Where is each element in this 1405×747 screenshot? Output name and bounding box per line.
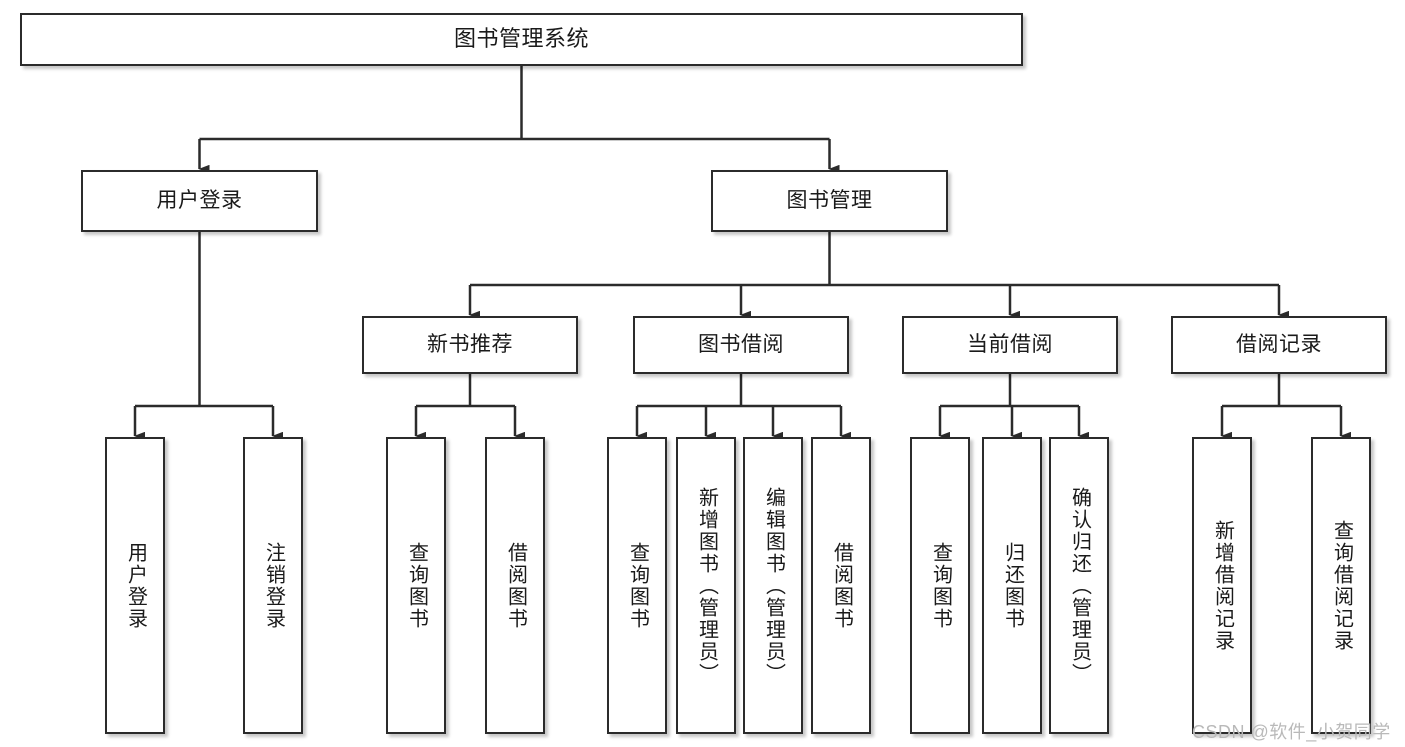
node-label: 用户登录 [124,541,147,630]
node-leaf-7[interactable]: 编辑图书（管理员） [743,437,803,734]
node-newbook[interactable]: 新书推荐 [362,316,578,374]
node-label: 注销登录 [262,541,285,630]
node-label: 查询图书 [405,541,428,630]
node-label: 查询图书 [929,541,952,630]
node-leaf-13[interactable]: 查询借阅记录 [1311,437,1371,734]
node-label: 图书借阅 [698,333,784,357]
edge-layer [133,66,1351,441]
node-leaf-12[interactable]: 新增借阅记录 [1192,437,1252,734]
node-label: 用户登录 [156,189,243,213]
node-label: 新书推荐 [427,333,513,357]
node-leaf-1[interactable]: 用户登录 [105,437,165,734]
node-label: 图书管理系统 [453,26,589,52]
node-leaf-8[interactable]: 借阅图书 [811,437,871,734]
node-leaf-2[interactable]: 注销登录 [243,437,303,734]
node-label: 借阅图书 [830,541,853,630]
node-leaf-10[interactable]: 归还图书 [982,437,1042,734]
node-label: 查询借阅记录 [1330,519,1353,652]
node-leaf-6[interactable]: 新增图书（管理员） [676,437,736,734]
node-label: 图书管理 [786,189,873,213]
node-borrow[interactable]: 图书借阅 [633,316,849,374]
node-label: 借阅图书 [504,541,527,630]
node-leaf-5[interactable]: 查询图书 [607,437,667,734]
watermark-text: CSDN @软件_小贺同学 [1192,722,1391,742]
node-leaf-9[interactable]: 查询图书 [910,437,970,734]
node-current[interactable]: 当前借阅 [902,316,1118,374]
node-root[interactable]: 图书管理系统 [20,13,1023,66]
node-label: 编辑图书（管理员） [762,486,785,685]
node-label: 确认归还（管理员） [1068,486,1091,685]
node-bookmgmt[interactable]: 图书管理 [711,170,948,232]
node-label: 当前借阅 [967,333,1053,357]
node-label: 归还图书 [1001,541,1024,630]
node-login[interactable]: 用户登录 [81,170,318,232]
node-records[interactable]: 借阅记录 [1171,316,1387,374]
node-leaf-3[interactable]: 查询图书 [386,437,446,734]
node-label: 新增图书（管理员） [695,486,718,685]
node-label: 借阅记录 [1236,333,1322,357]
node-label: 查询图书 [626,541,649,630]
node-leaf-11[interactable]: 确认归还（管理员） [1049,437,1109,734]
node-label: 新增借阅记录 [1211,519,1234,652]
node-leaf-4[interactable]: 借阅图书 [485,437,545,734]
